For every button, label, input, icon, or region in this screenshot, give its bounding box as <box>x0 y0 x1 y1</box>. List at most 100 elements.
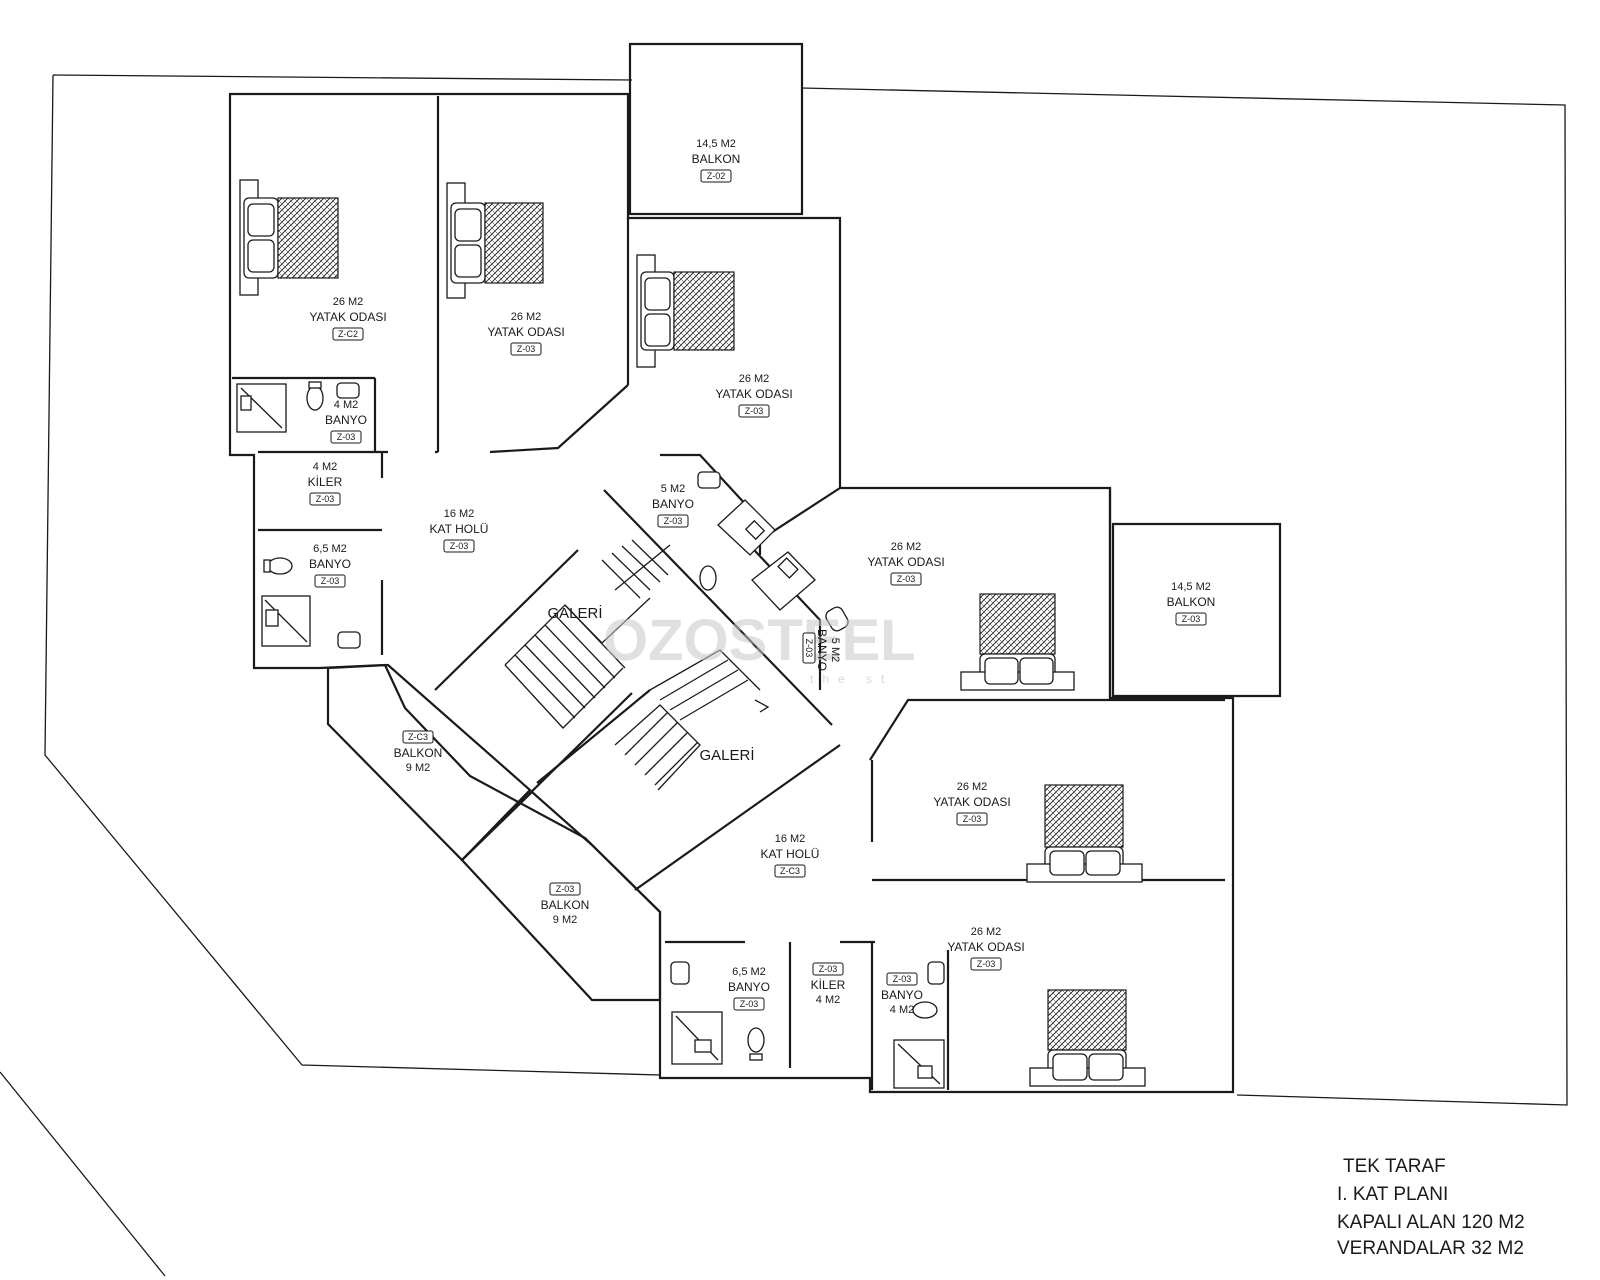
room-name: YATAK ODASI <box>487 325 564 339</box>
room-name: BALKON <box>1167 595 1216 609</box>
room-label-kat-holu-top: 16 M2 KAT HOLÜ Z-03 <box>430 508 489 553</box>
room-code: Z-03 <box>657 514 689 528</box>
bed-room-2 <box>446 182 544 299</box>
watermark-sub: the st <box>810 672 893 686</box>
room-code: Z-C3 <box>774 864 806 878</box>
svg-text:Z-03: Z-03 <box>745 406 764 416</box>
svg-text:Z-03: Z-03 <box>337 432 356 442</box>
room-code: Z-03 <box>956 812 988 826</box>
room-area: 26 M2 <box>891 541 922 553</box>
room-name: YATAK ODASI <box>309 310 386 324</box>
room-code: Z-03 <box>510 342 542 356</box>
staircase <box>504 539 770 791</box>
balcony-top-outline <box>628 42 804 216</box>
room-name: KİLER <box>811 978 846 992</box>
room-code: Z-C3 <box>402 730 434 744</box>
room-name: KAT HOLÜ <box>430 522 489 536</box>
svg-text:Z-03: Z-03 <box>664 516 683 526</box>
galeri-label-2: GALERİ <box>699 746 754 764</box>
room-area: 4 M2 <box>890 1004 914 1016</box>
room-code: Z-03 <box>443 539 475 553</box>
svg-text:Z-03: Z-03 <box>740 999 759 1009</box>
svg-text:Z-C3: Z-C3 <box>780 866 800 876</box>
room-area: 26 M2 <box>511 311 542 323</box>
room-area: 16 M2 <box>775 833 806 845</box>
room-area: 6,5 M2 <box>313 543 347 555</box>
watermark-brand: OZOSTEEL <box>603 608 916 673</box>
room-area: 16 M2 <box>444 508 475 520</box>
room-code: Z-03 <box>314 574 346 588</box>
svg-text:Z-03: Z-03 <box>977 959 996 969</box>
room-name: BALKON <box>394 746 443 760</box>
svg-text:Z-03: Z-03 <box>963 814 982 824</box>
room-label-banyo-top-left: 6,5 M2 BANYO Z-03 <box>309 543 351 588</box>
room-name: KAT HOLÜ <box>761 847 820 861</box>
plan-info-line-3: KAPALI ALAN 120 M2 <box>1337 1212 1525 1233</box>
room-name: BANYO <box>309 557 351 571</box>
room-code: Z-03 <box>309 492 341 506</box>
svg-text:Z-02: Z-02 <box>707 171 726 181</box>
room-area: 4 M2 <box>816 994 840 1006</box>
room-name: KİLER <box>308 475 343 489</box>
room-code: Z-03 <box>330 430 362 444</box>
room-code: Z-03 <box>549 882 581 896</box>
bed-room-4 <box>960 593 1075 691</box>
room-name: BANYO <box>652 497 694 511</box>
plan-info: TEK TARAF I. KAT PLANI KAPALI ALAN 120 M… <box>1337 1156 1525 1259</box>
svg-text:Z-03: Z-03 <box>804 639 814 658</box>
room-label-yatak-3: 26 M2 YATAK ODASI Z-03 <box>715 373 793 418</box>
plan-info-line-1: TEK TARAF <box>1343 1156 1446 1177</box>
room-name: BALKON <box>541 898 590 912</box>
room-area: 4 M2 <box>313 461 337 473</box>
svg-text:Z-03: Z-03 <box>893 974 912 984</box>
bath-fixtures <box>236 381 945 1089</box>
room-area: 9 M2 <box>553 914 577 926</box>
balcony-right-outline <box>1111 522 1282 698</box>
balcony-bottom-outline <box>460 790 662 1002</box>
exterior-walls <box>228 42 1282 1094</box>
room-label-yatak-2: 26 M2 YATAK ODASI Z-03 <box>487 311 565 356</box>
room-area: 5 M2 <box>661 483 685 495</box>
bed-room-5 <box>1026 784 1143 883</box>
svg-text:Z-03: Z-03 <box>556 884 575 894</box>
room-code: Z-C2 <box>332 327 364 341</box>
room-name: BANYO <box>881 988 923 1002</box>
plan-info-line-2: I. KAT PLANI <box>1337 1184 1448 1205</box>
svg-text:Z-03: Z-03 <box>316 494 335 504</box>
watermark: OZOSTEEL the st <box>603 608 916 686</box>
room-name: YATAK ODASI <box>947 940 1024 954</box>
svg-text:Z-03: Z-03 <box>450 541 469 551</box>
interior-walls <box>232 96 1225 1090</box>
room-label-kiler-top: 4 M2 KİLER Z-03 <box>308 461 343 506</box>
galeri-label-1: GALERİ <box>547 604 602 622</box>
room-code: Z-03 <box>886 972 918 986</box>
room-area: 6,5 M2 <box>732 966 766 978</box>
room-area: 26 M2 <box>739 373 770 385</box>
room-code: Z-03 <box>890 572 922 586</box>
room-area: 14,5 M2 <box>1171 581 1211 593</box>
bed-room-1 <box>239 179 339 296</box>
room-name: YATAK ODASI <box>715 387 792 401</box>
room-label-banyo-center: 5 M2 BANYO Z-03 <box>652 483 694 528</box>
svg-text:Z-03: Z-03 <box>819 964 838 974</box>
room-code: Z-03 <box>970 957 1002 971</box>
svg-text:Z-03: Z-03 <box>897 574 916 584</box>
room-name: BANYO <box>325 413 367 427</box>
room-code: Z-03 <box>812 962 844 976</box>
svg-text:Z-C2: Z-C2 <box>338 329 358 339</box>
room-area: 5 M2 <box>829 638 841 662</box>
svg-text:Z-C3: Z-C3 <box>408 732 428 742</box>
room-code: Z-03 <box>738 404 770 418</box>
